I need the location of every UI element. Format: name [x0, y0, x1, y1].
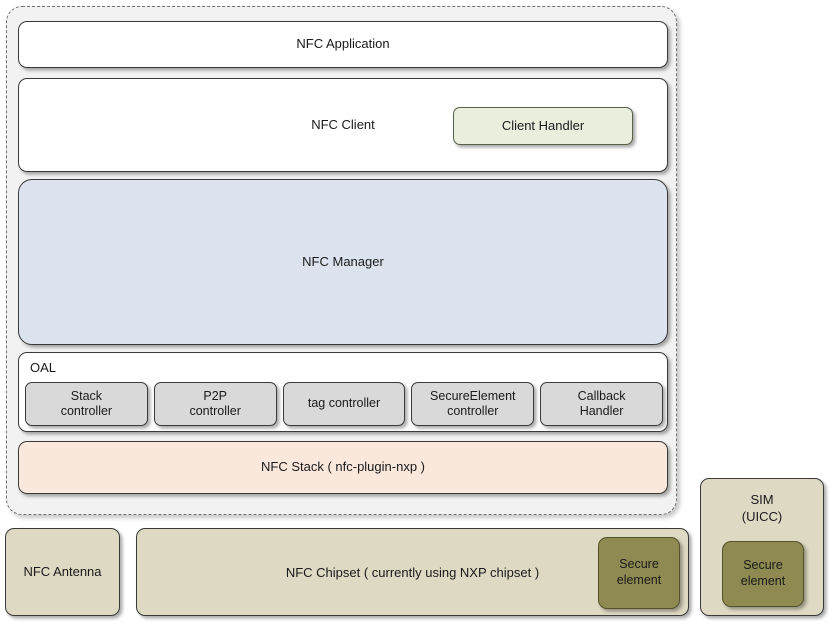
sim-uicc-box[interactable]: SIM (UICC) Secure element [700, 478, 824, 616]
chipset-secure-element-box[interactable]: Secure element [598, 537, 680, 609]
nfc-client-label: NFC Client [311, 117, 375, 132]
secure-element-controller-label: SecureElement controller [430, 388, 516, 418]
oal-controller-row: Stack controller P2P controller tag cont… [25, 382, 663, 426]
p2p-controller-box[interactable]: P2P controller [153, 382, 277, 426]
nfc-application-box[interactable]: NFC Application [18, 21, 668, 68]
sim-uicc-label: SIM (UICC) [741, 492, 783, 524]
tag-controller-label: tag controller [307, 396, 381, 411]
nfc-manager-box[interactable]: NFC Manager [18, 179, 668, 345]
nfc-chipset-label: NFC Chipset ( currently using NXP chipse… [285, 565, 540, 580]
callback-handler-box[interactable]: Callback Handler [540, 382, 663, 426]
oal-box[interactable]: OAL Stack controller P2P controller tag … [18, 352, 668, 432]
tag-controller-box[interactable]: tag controller [282, 382, 406, 426]
stack-controller-label: Stack controller [60, 388, 113, 418]
secure-element-controller-box[interactable]: SecureElement controller [411, 382, 535, 426]
nfc-stack-label: NFC Stack ( nfc-plugin-nxp ) [261, 459, 425, 475]
chipset-secure-element-label: Secure element [616, 557, 662, 587]
sim-secure-element-box[interactable]: Secure element [722, 541, 804, 607]
p2p-controller-label: P2P controller [189, 388, 241, 418]
client-handler-label: Client Handler [501, 117, 585, 133]
nfc-stack-box[interactable]: NFC Stack ( nfc-plugin-nxp ) [18, 441, 668, 494]
callback-handler-label: Callback Handler [577, 388, 626, 418]
client-handler-box[interactable]: Client Handler [453, 107, 633, 145]
sim-secure-element-label: Secure element [740, 558, 786, 588]
nfc-client-box[interactable]: NFC Client Client Handler [18, 78, 668, 172]
nfc-chipset-box[interactable]: NFC Chipset ( currently using NXP chipse… [136, 528, 689, 616]
nfc-application-label: NFC Application [296, 36, 390, 52]
nfc-manager-label: NFC Manager [302, 253, 384, 269]
nfc-antenna-label: NFC Antenna [23, 563, 102, 579]
nfc-antenna-box[interactable]: NFC Antenna [5, 528, 120, 616]
oal-label: OAL [30, 360, 57, 375]
stack-controller-box[interactable]: Stack controller [25, 382, 148, 426]
